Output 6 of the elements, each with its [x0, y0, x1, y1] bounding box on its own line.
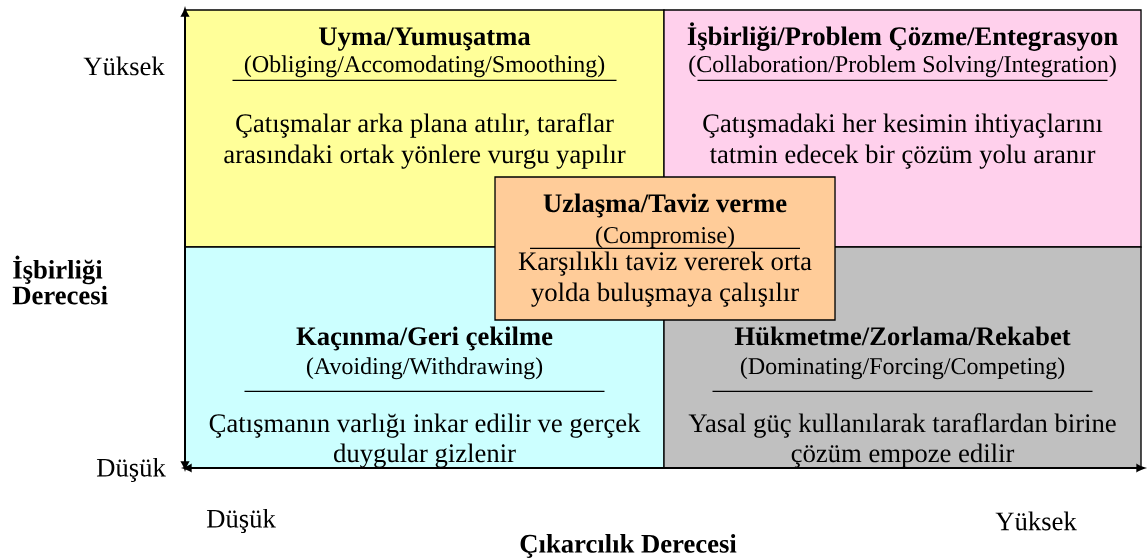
axis-title: İşbirliği Derecesi — [12, 255, 108, 305]
axis-label: Düşük — [96, 457, 166, 483]
center-box: Uzlaşma/Taviz verme (Compromise) Karşılıklı taviz vererek orta yolda buluşmaya çalışılır — [494, 176, 836, 321]
axis-label: Düşük — [206, 508, 276, 534]
axis-label: Yüksek — [995, 511, 1077, 531]
axis-title: Çıkarcılık Derecesi — [520, 534, 737, 558]
